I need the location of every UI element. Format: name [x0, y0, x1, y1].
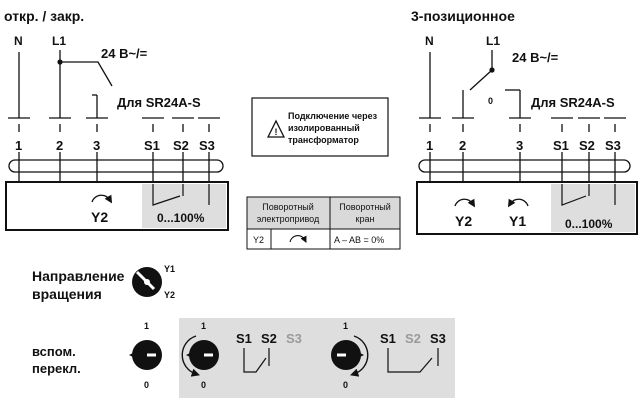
right-y2: Y2: [455, 213, 472, 229]
aux-knob-1-top: 1: [144, 321, 149, 331]
direction-y2: Y2: [164, 290, 175, 300]
table-header-2b: кран: [356, 214, 375, 224]
function-table: Поворотный электропривод Поворотный кран…: [246, 196, 401, 250]
right-y1: Y1: [509, 213, 526, 229]
left-num-2: 2: [56, 138, 63, 153]
right-supply: 24 B~/=: [512, 50, 559, 65]
direction-section: Направление вращения Y1 Y2: [32, 264, 175, 302]
aux-label-2: перекл.: [32, 361, 81, 376]
left-aux-area: [142, 184, 226, 228]
table-header-1b: электропривод: [257, 214, 320, 224]
right-cable: [418, 159, 631, 173]
right-range: 0...100%: [565, 217, 613, 231]
aux-knob-2-top: 1: [201, 321, 206, 331]
left-aux-s3: S3: [199, 138, 215, 153]
direction-y1: Y1: [164, 264, 175, 274]
aux-s3-a: S3: [286, 331, 302, 346]
aux-s1-a: S1: [236, 331, 252, 346]
right-diagram: 3-позиционное N L1 24 B~/= Для SR24A-S 0: [411, 8, 638, 235]
warning-line-3: трансформатор: [288, 135, 359, 145]
right-rotation-ccw-icon: [507, 198, 529, 208]
left-label-n: N: [14, 34, 23, 48]
left-supply: 24 B~/=: [101, 46, 148, 61]
aux-s1-b: S1: [380, 331, 396, 346]
right-aux-s3: S3: [605, 138, 621, 153]
left-num-1: 1: [15, 138, 22, 153]
right-wires: [419, 50, 626, 186]
table-rotation-icon: [289, 235, 307, 243]
left-aux-s1: S1: [144, 138, 160, 153]
left-range: 0...100%: [157, 211, 205, 225]
left-num-3: 3: [93, 138, 100, 153]
aux-switch-section: вспом. перекл. 1 0 1 0 S1 S2 S3 1 0 S1 S…: [32, 318, 455, 398]
aux-s3-b: S3: [430, 331, 446, 346]
aux-knob-3-bottom: 0: [343, 380, 348, 390]
aux-gray-panel: [179, 318, 455, 398]
direction-label-1: Направление: [32, 268, 125, 284]
aux-knob-2-bottom: 0: [201, 380, 206, 390]
table-header-2a: Поворотный: [339, 202, 391, 212]
aux-label-1: вспом.: [32, 344, 76, 359]
aux-knob-1-bottom: 0: [144, 380, 149, 390]
right-rotation-cw-icon: [454, 198, 476, 208]
left-label-l1: L1: [52, 34, 66, 48]
left-aux-s2: S2: [173, 138, 189, 153]
aux-knob-3-top: 1: [343, 321, 348, 331]
left-cable: [8, 159, 224, 173]
right-aux-s1: S1: [553, 138, 569, 153]
left-device: Для SR24A-S: [117, 95, 201, 110]
warning-line-2: изолированный: [288, 123, 360, 133]
left-diagram: откр. / закр. N L1 24 B~/= Для SR24A-S: [4, 8, 229, 231]
warning-line-1: Подключение через: [288, 111, 378, 121]
table-row-label: Y2: [253, 235, 264, 245]
right-num-3: 3: [516, 138, 523, 153]
left-rotation-arrow-icon: [91, 194, 113, 204]
svg-text:!: !: [275, 127, 278, 137]
left-title: откр. / закр.: [4, 8, 84, 24]
table-row-value: A – AB = 0%: [334, 235, 384, 245]
aux-s2-b: S2: [405, 331, 421, 346]
warning-icon: [266, 119, 286, 138]
right-device: Для SR24A-S: [531, 95, 615, 110]
aux-s2-a: S2: [261, 331, 277, 346]
left-y2: Y2: [91, 209, 108, 225]
right-label-n: N: [425, 34, 434, 48]
right-zero: 0: [488, 96, 493, 106]
left-wires: [8, 50, 220, 186]
right-aux-area: [551, 184, 635, 232]
right-num-1: 1: [426, 138, 433, 153]
right-title: 3-позиционное: [411, 8, 515, 24]
direction-label-2: вращения: [32, 286, 102, 302]
right-label-l1: L1: [486, 34, 500, 48]
warning-box: ! Подключение через изолированный трансф…: [251, 97, 389, 157]
table-header-1a: Поворотный: [262, 202, 314, 212]
right-aux-s2: S2: [579, 138, 595, 153]
right-num-2: 2: [459, 138, 466, 153]
